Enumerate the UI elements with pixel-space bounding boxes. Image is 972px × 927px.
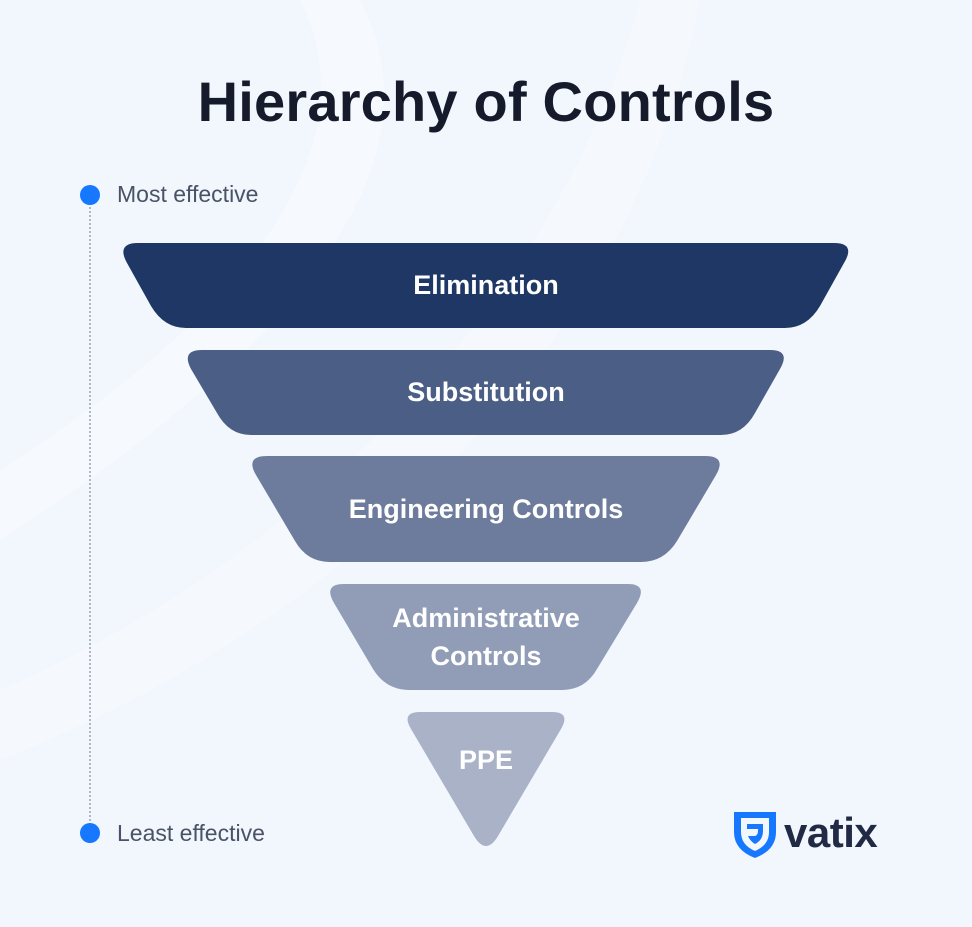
- level-administrative-controls-label: Administrative Controls: [392, 603, 580, 671]
- level-ppe-shape: [407, 712, 565, 846]
- level-ppe-label: PPE: [458, 745, 514, 775]
- effectiveness-scale-line: [89, 195, 91, 833]
- level-elimination-label: Elimination: [413, 270, 559, 300]
- level-administrative-controls-shape: [330, 584, 641, 690]
- brand-name: vatix: [784, 809, 878, 856]
- brand-logo: vatix: [730, 808, 900, 860]
- least-effective-label: Least effective: [117, 820, 265, 846]
- level-engineering-controls-label: Engineering Controls: [348, 494, 624, 524]
- level-engineering-controls-shape: [252, 456, 720, 562]
- most-effective-dot: [80, 185, 100, 205]
- least-effective-dot: [80, 823, 100, 843]
- page-title: Hierarchy of Controls: [197, 70, 775, 133]
- most-effective-label: Most effective: [117, 181, 259, 207]
- level-substitution-shape: [187, 350, 784, 435]
- level-substitution-label: Substitution: [407, 377, 565, 407]
- shield-icon: [734, 812, 776, 858]
- level-elimination-shape: [123, 243, 849, 328]
